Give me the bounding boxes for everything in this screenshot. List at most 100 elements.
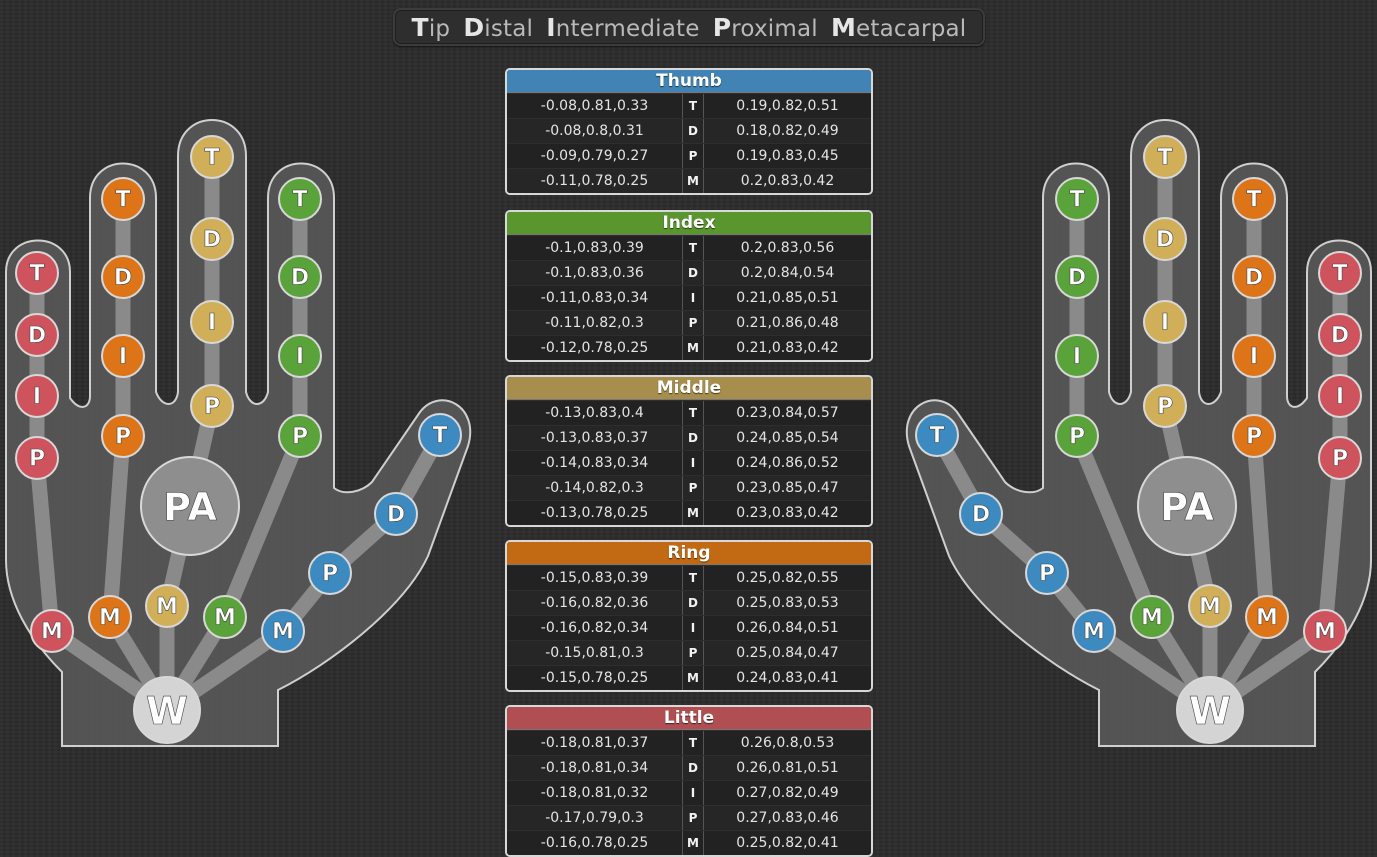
little-metacarpal-joint: M bbox=[1303, 609, 1347, 653]
index-distal-joint: D bbox=[278, 255, 322, 299]
left-value: -0.17,0.79,0.3 bbox=[545, 810, 644, 826]
svg-text:I: I bbox=[1250, 345, 1258, 370]
left-value: -0.15,0.81,0.3 bbox=[545, 645, 644, 661]
right-value: 0.24,0.85,0.54 bbox=[736, 430, 839, 446]
thumb-metacarpal-joint: M bbox=[261, 609, 305, 653]
svg-text:PA: PA bbox=[1160, 485, 1214, 529]
table-row: -0.11,0.82,0.3 P 0.21,0.86,0.48 bbox=[507, 310, 871, 335]
svg-text:PA: PA bbox=[163, 485, 217, 529]
ring-metacarpal-joint: M bbox=[1245, 595, 1289, 639]
svg-text:D: D bbox=[291, 266, 309, 291]
svg-text:I: I bbox=[119, 345, 127, 370]
table-row: -0.17,0.79,0.3 P 0.27,0.83,0.46 bbox=[507, 805, 871, 830]
left-value: -0.12,0.78,0.25 bbox=[540, 340, 649, 356]
legend-proximal: Proximal bbox=[712, 12, 818, 42]
svg-text:D: D bbox=[972, 503, 990, 528]
index-intermediate-joint: I bbox=[1055, 334, 1099, 378]
svg-text:P: P bbox=[29, 447, 45, 472]
joint-code: M bbox=[682, 666, 704, 690]
right-value: 0.18,0.82,0.49 bbox=[736, 123, 839, 139]
left-value: -0.14,0.83,0.34 bbox=[540, 455, 649, 471]
right-value: 0.2,0.84,0.54 bbox=[740, 265, 835, 281]
svg-text:M: M bbox=[156, 595, 178, 620]
middle-tip-joint: T bbox=[1143, 135, 1187, 179]
svg-text:T: T bbox=[29, 262, 44, 287]
joint-code: T bbox=[682, 731, 704, 755]
middle-distal-joint: D bbox=[190, 217, 234, 261]
joint-code: T bbox=[682, 401, 704, 425]
svg-text:P: P bbox=[322, 562, 338, 587]
joint-code: T bbox=[682, 566, 704, 590]
left-value: -0.16,0.82,0.34 bbox=[540, 620, 649, 636]
table-row: -0.1,0.83,0.36 D 0.2,0.84,0.54 bbox=[507, 260, 871, 285]
thumb-metacarpal-joint: M bbox=[1072, 609, 1116, 653]
svg-text:P: P bbox=[1157, 395, 1173, 420]
little-intermediate-joint: I bbox=[15, 374, 59, 418]
table-header: Thumb bbox=[507, 70, 871, 93]
svg-text:D: D bbox=[1331, 324, 1349, 349]
index-distal-joint: D bbox=[1055, 255, 1099, 299]
right-value: 0.21,0.86,0.48 bbox=[736, 315, 839, 331]
index-intermediate-joint: I bbox=[278, 334, 322, 378]
left-value: -0.18,0.81,0.34 bbox=[540, 760, 649, 776]
joint-code: I bbox=[682, 286, 704, 310]
right-value: 0.19,0.83,0.45 bbox=[736, 148, 839, 164]
ring-tip-joint: T bbox=[101, 177, 145, 221]
joint-code: D bbox=[682, 261, 704, 285]
right-value: 0.23,0.83,0.42 bbox=[736, 505, 839, 521]
right-value: 0.24,0.86,0.52 bbox=[736, 455, 839, 471]
joint-code: I bbox=[682, 781, 704, 805]
thumb-proximal-joint: P bbox=[308, 551, 352, 595]
joint-code: P bbox=[682, 311, 704, 335]
svg-text:T: T bbox=[432, 424, 447, 449]
index-tip-joint: T bbox=[278, 177, 322, 221]
left-value: -0.11,0.78,0.25 bbox=[540, 173, 649, 189]
right-value: 0.23,0.85,0.47 bbox=[736, 480, 839, 496]
svg-text:M: M bbox=[214, 606, 236, 631]
joint-code: P bbox=[682, 144, 704, 168]
right-value: 0.25,0.82,0.55 bbox=[736, 570, 839, 586]
joint-code: P bbox=[682, 806, 704, 830]
joint-code: T bbox=[682, 94, 704, 118]
index-metacarpal-joint: M bbox=[1130, 595, 1174, 639]
svg-text:T: T bbox=[292, 188, 307, 213]
joint-code: I bbox=[682, 451, 704, 475]
svg-text:P: P bbox=[1039, 562, 1055, 587]
left-value: -0.13,0.83,0.4 bbox=[545, 405, 644, 421]
index-tip-joint: T bbox=[1055, 177, 1099, 221]
legend-metacarpal: Metacarpal bbox=[830, 12, 967, 42]
right-value: 0.2,0.83,0.56 bbox=[740, 240, 835, 256]
right-value: 0.19,0.82,0.51 bbox=[736, 98, 839, 114]
svg-text:D: D bbox=[114, 266, 132, 291]
wrist-joint: W bbox=[133, 676, 201, 744]
ring-tip-joint: T bbox=[1232, 177, 1276, 221]
svg-text:T: T bbox=[1332, 262, 1347, 287]
little-proximal-joint: P bbox=[15, 436, 59, 480]
left-value: -0.11,0.82,0.3 bbox=[545, 315, 644, 331]
svg-text:T: T bbox=[1157, 146, 1172, 171]
table-row: -0.14,0.83,0.34 I 0.24,0.86,0.52 bbox=[507, 450, 871, 475]
left-value: -0.18,0.81,0.32 bbox=[540, 785, 649, 801]
thumb-distal-joint: D bbox=[374, 492, 418, 536]
left-value: -0.13,0.83,0.37 bbox=[540, 430, 649, 446]
little-tip-joint: T bbox=[1318, 251, 1362, 295]
index-metacarpal-joint: M bbox=[203, 595, 247, 639]
little-intermediate-joint: I bbox=[1318, 374, 1362, 418]
left-value: -0.1,0.83,0.36 bbox=[545, 265, 644, 281]
wrist-joint: W bbox=[1176, 676, 1244, 744]
svg-text:I: I bbox=[208, 311, 216, 336]
right-value: 0.27,0.83,0.46 bbox=[736, 810, 839, 826]
